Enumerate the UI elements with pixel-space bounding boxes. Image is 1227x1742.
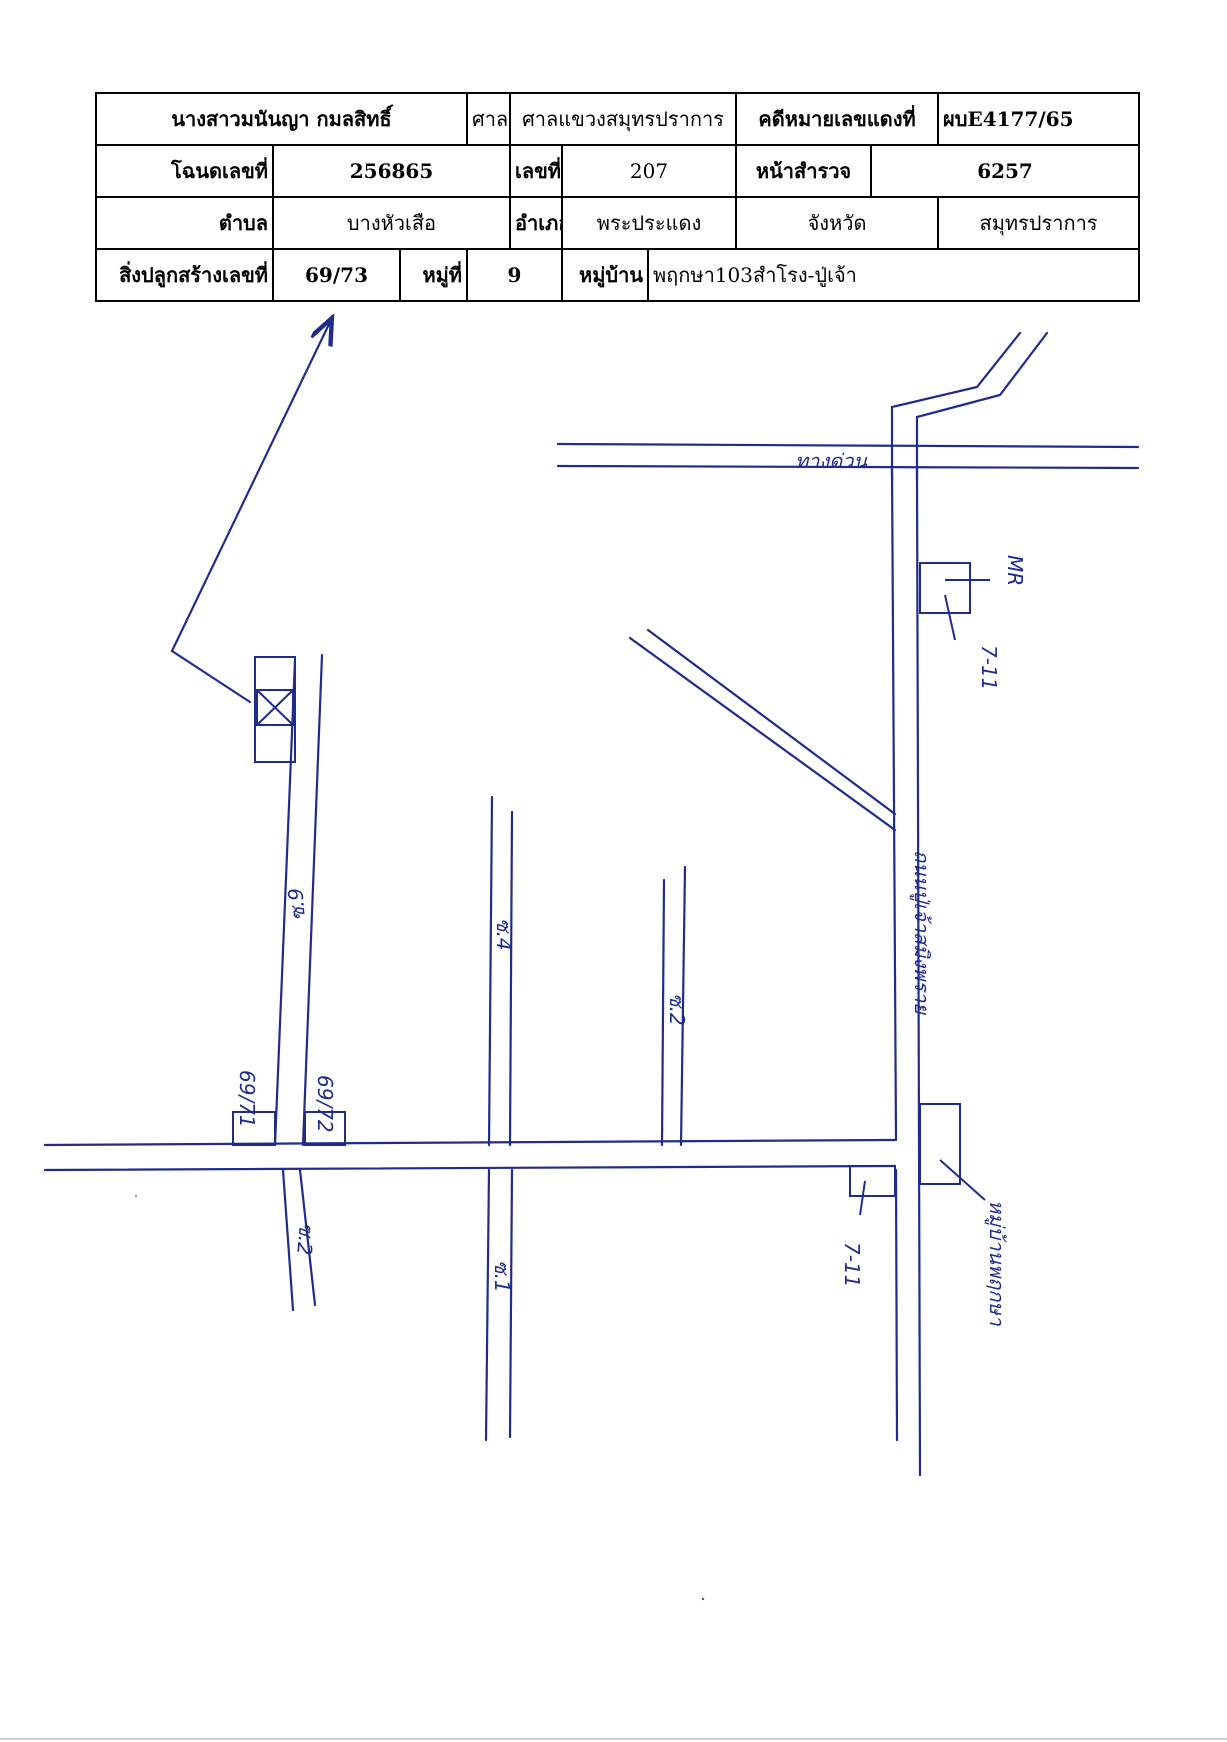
label-soi-2-lower: ซ.2 [292, 1222, 319, 1257]
soi-9-road [273, 653, 324, 1147]
soi-2-road [660, 865, 687, 1147]
header-row-4: สิ่งปลูกสร้างเลขที่ 69/73 หมู่ที่ 9 หมู่… [95, 248, 1141, 302]
moo-label: หมู่ที่ [399, 248, 468, 302]
label-top-road: ทางด่วน [795, 449, 868, 473]
label-soi-1: ซ.1 [490, 1260, 514, 1293]
expressway [556, 442, 1140, 470]
subdistrict-label: ตำบล [95, 196, 274, 250]
survey-page-number: 6257 [870, 144, 1141, 198]
seven-eleven-bottom-marker [849, 1165, 896, 1216]
property-info-table: นางสาวมนันญา กมลสิทธิ์ ศาล ศาลแขวงสมุทรป… [95, 92, 1141, 302]
main-road [890, 464, 922, 1477]
seven-eleven-top-marker [919, 562, 990, 641]
label-7-11-bottom: 7-11 [840, 1242, 864, 1287]
soi-4-road [487, 795, 514, 1147]
village-gate-marker [919, 1103, 986, 1201]
label-main-road: ถนนปู่เจ้าสมิงพราย [909, 850, 934, 1015]
label-village-sign: หมู่บ้านพฤกษา [984, 1200, 1009, 1327]
owner-name: นางสาวมนันญา กมลสิทธิ์ [95, 92, 468, 146]
village-label: หมู่บ้าน [561, 248, 649, 302]
target-house [254, 656, 296, 763]
land-number-label: เลขที่ดิน [509, 144, 563, 198]
province: สมุทรปราการ [937, 196, 1141, 250]
case-number: ผบE4177/65 [937, 92, 1141, 146]
district-label: อำเภอ [509, 196, 563, 250]
main-road-bend [890, 331, 1049, 482]
building-number: 69/73 [272, 248, 401, 302]
label-mr-top: MR [1003, 555, 1027, 586]
pointer-arrow [170, 322, 330, 704]
moo-number: 9 [466, 248, 563, 302]
diagonal-road [628, 628, 897, 832]
label-soi-9: ซ.9 [283, 887, 310, 922]
land-number: 207 [560, 144, 738, 198]
soi-2-lower-road [281, 1168, 317, 1312]
house-69-71 [232, 1111, 276, 1146]
label-house-69-71: 69/71 [235, 1070, 259, 1128]
label-7-11-top: 7-11 [977, 645, 1001, 690]
court-label: ศาล [466, 92, 511, 146]
speck [701, 1597, 705, 1601]
survey-page-label: หน้าสำรวจ [735, 144, 873, 198]
horizontal-road [43, 1138, 897, 1172]
house-69-72 [304, 1111, 346, 1146]
case-number-label: คดีหมายเลขแดงที่ [735, 92, 940, 146]
subdistrict: บางหัวเสือ [272, 196, 511, 250]
deed-number: 256865 [272, 144, 511, 198]
village-name: พฤกษา103สำโรง-ปู่เจ้า [646, 248, 1141, 302]
label-soi-2: ซ.2 [665, 993, 689, 1026]
court-name: ศาลแขวงสมุทรปราการ [508, 92, 738, 146]
deed-label: โฉนดเลขที่ [95, 144, 274, 198]
header-row-3: ตำบล บางหัวเสือ อำเภอ พระประแดง จังหวัด … [95, 196, 1141, 250]
label-soi-4: ซ.4 [492, 918, 516, 951]
soi-1-road [484, 1168, 514, 1442]
scan-edge [0, 1738, 1227, 1740]
building-number-label: สิ่งปลูกสร้างเลขที่ [95, 248, 274, 302]
district: พระประแดง [560, 196, 738, 250]
label-house-69-72: 69/72 [313, 1075, 337, 1133]
speck [135, 1195, 137, 1197]
header-row-1: นางสาวมนันญา กมลสิทธิ์ ศาล ศาลแขวงสมุทรป… [95, 92, 1141, 146]
province-label: จังหวัด [735, 196, 940, 250]
header-row-2: โฉนดเลขที่ 256865 เลขที่ดิน 207 หน้าสำรว… [95, 144, 1141, 198]
